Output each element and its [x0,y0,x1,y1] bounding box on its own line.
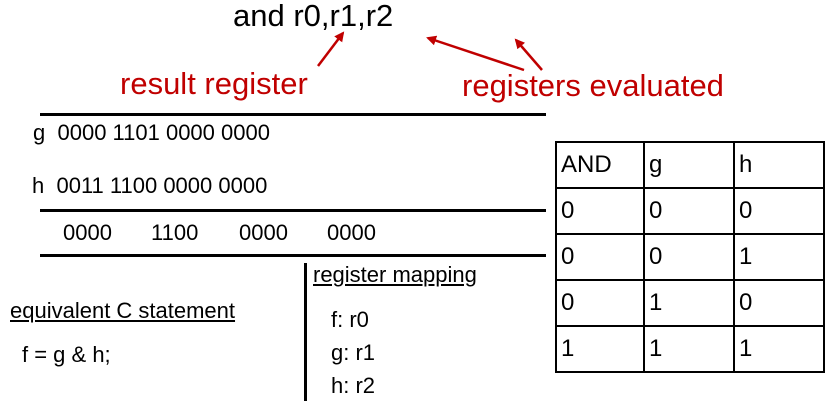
operand-g-name: g [33,120,46,145]
mapping-item-g: g: r1 [331,340,376,365]
table-cell: 0 [733,187,825,235]
table-row: 0 0 0 [555,187,825,235]
arrow-to-r1-r2 [514,38,543,71]
table-cell: 1 [733,325,825,373]
operand-h-row: h 0011 1100 0000 0000 [32,173,267,199]
middle-rule [40,209,546,212]
header-cell: AND [555,141,645,189]
table-cell: 0 [733,279,825,327]
truth-table-header: AND g h [555,141,825,189]
operand-h-name: h [32,173,45,198]
operand-g-bits: 0000 1101 0000 0000 [57,120,270,145]
result-nibble: 0000 [63,220,112,245]
table-cell: 0 [555,279,645,327]
header-cell: g [643,141,735,189]
register-mapping-heading: register mapping [313,262,477,287]
table-cell: 0 [643,187,735,235]
table-row: 1 1 1 [555,325,825,373]
mapping-divider [304,263,307,401]
table-cell: 1 [643,279,735,327]
instruction-text: and r0,r1,r2 [233,0,394,33]
operand-h-bits: 0011 1100 0000 0000 [56,173,268,198]
registers-evaluated-label: registers evaluated [462,68,724,103]
table-row: 0 1 0 [555,279,825,327]
table-cell: 0 [643,233,735,281]
bottom-rule [40,254,546,257]
table-cell: 1 [733,233,825,281]
truth-table: AND g h 0 0 0 0 0 1 0 1 0 1 1 1 [555,141,825,373]
c-statement-code: f = g & h; [22,342,111,367]
arrow-to-r0 [317,31,345,67]
table-cell: 0 [555,233,645,281]
c-statement-heading: equivalent C statement [10,298,236,323]
table-row: 0 0 1 [555,233,825,281]
mapping-item-f: f: r0 [331,307,369,332]
table-cell: 1 [555,325,645,373]
operand-g-row: g 0000 1101 0000 0000 [33,120,270,146]
mapping-item-h: h: r2 [331,373,376,398]
table-cell: 0 [555,187,645,235]
table-cell: 1 [643,325,735,373]
result-nibble: 0000 [327,220,376,245]
result-nibble: 1100 [151,220,199,245]
arrow-to-r2 [426,35,525,72]
result-row: 0000 1100 0000 0000 [63,220,376,246]
top-rule [40,113,546,116]
header-cell: h [733,141,825,189]
result-register-label: result register [120,66,308,101]
result-nibble: 0000 [239,220,288,245]
